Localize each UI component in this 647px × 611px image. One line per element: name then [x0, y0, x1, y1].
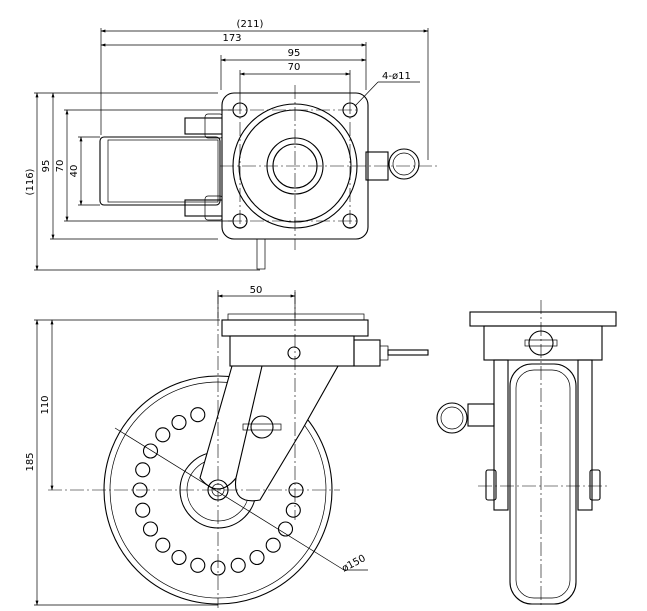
wheel-hole: [135, 502, 151, 518]
dim-wheel-width: 40: [69, 165, 80, 178]
dim-offset-50: 50: [250, 285, 263, 296]
wheel-tread: [509, 363, 577, 605]
dim-overall-height-185: 185: [25, 452, 36, 471]
wheel-hole: [142, 443, 159, 459]
wheel-hole: [285, 502, 301, 518]
side-view: 50 110 185 ø150: [25, 285, 429, 608]
wheel-hole: [142, 521, 159, 537]
wheel-hole: [249, 549, 265, 566]
dim-overall-width: (211): [237, 19, 264, 30]
dim-plate-height: 95: [41, 160, 52, 173]
wheel-hole: [265, 537, 281, 553]
front-view: [436, 300, 617, 606]
dim-holes: 4-ø11: [382, 71, 411, 82]
dim-offset-173: 173: [222, 33, 241, 44]
dim-plate-width: 95: [288, 48, 301, 59]
wheel-hole: [155, 427, 171, 443]
dim-hole-spacing: 70: [288, 62, 301, 73]
dim-swivel-height: 110: [40, 395, 51, 414]
wheel-hole: [171, 414, 187, 431]
wheel-hole: [171, 549, 187, 566]
wheel-hole: [155, 537, 171, 553]
dim-overall-height: (116): [25, 168, 36, 195]
wheel-hole: [230, 557, 246, 573]
top-view: (211) 173 95 70 4-ø11 (116) 95 70 40: [25, 19, 440, 271]
wheel-hole: [135, 462, 151, 478]
dim-hole-spacing-v: 70: [55, 160, 66, 173]
wheel-hole: [190, 557, 206, 573]
dim-wheel-diameter: ø150: [340, 553, 367, 575]
wheel-hole: [190, 407, 206, 423]
